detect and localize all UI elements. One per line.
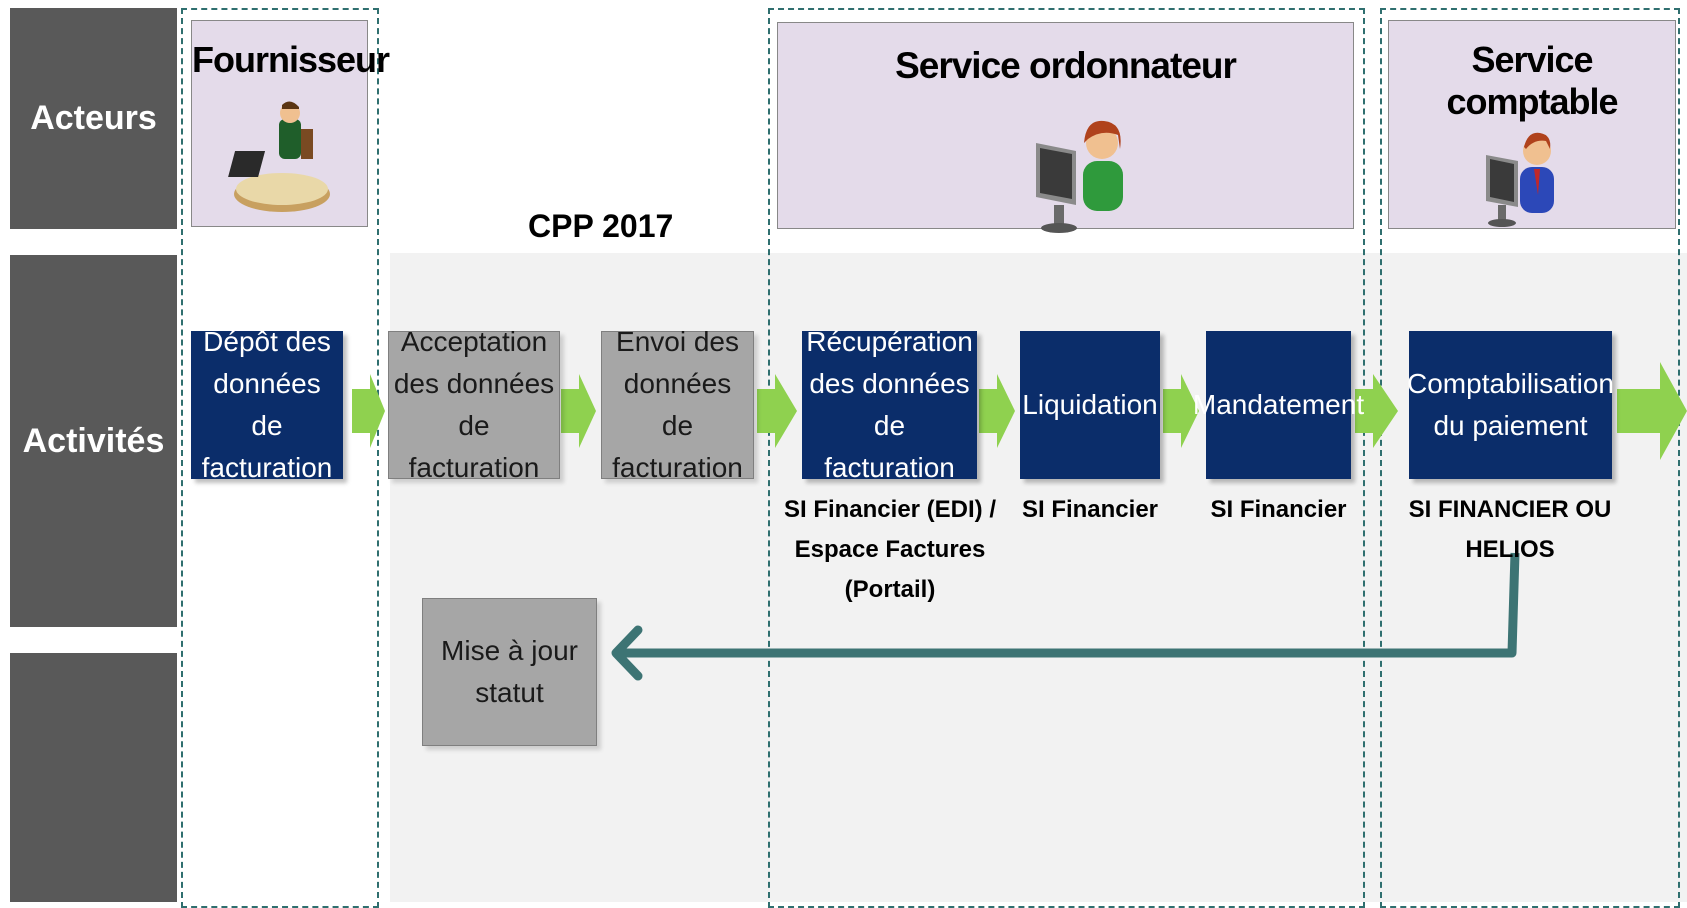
activity-acceptation: Acceptation des données de facturation [388, 326, 560, 483]
system-mandatement: SI Financier [1210, 496, 1347, 523]
system-recuperation: SI Financier (EDI) / Espace Factures (Po… [783, 496, 997, 603]
activity-liquidation: Liquidation [1020, 331, 1160, 479]
arrow-acceptation-to-envoi [561, 374, 596, 448]
supplier-at-desk-icon [228, 101, 330, 212]
arrow-mandatement-to-comptabilisation [1355, 374, 1398, 448]
arrow-envoi-to-recuperation [757, 374, 797, 448]
cpp-label: CPP 2017 [528, 208, 674, 244]
arrow-liquidation-to-mandatement [1163, 374, 1199, 448]
actor-supplier: Fournisseur [191, 20, 390, 227]
row-label-activities: Activités [10, 255, 177, 627]
arrow-recuperation-to-liquidation [979, 374, 1015, 448]
system-comptabilisation: SI FINANCIER OU HELIOS [1408, 496, 1612, 563]
businessman-at-computer-icon [1486, 132, 1554, 227]
row-label-empty [10, 653, 177, 902]
system-liquidation: SI Financier [1021, 496, 1159, 523]
arrow-depot-to-acceptation [352, 374, 385, 448]
activity-mandatement: Mandatement [1193, 331, 1364, 479]
person-at-computer-icon [1036, 120, 1123, 233]
return-arrow-head [611, 625, 643, 681]
arrow-comptabilisation-out [1617, 362, 1687, 460]
actor-supplier-title: Fournisseur [192, 39, 390, 80]
activity-comptabilisation: Comptabilisation du paiement [1407, 331, 1614, 479]
activity-depot: Dépôt des données de facturation [191, 326, 343, 483]
activity-recuperation: Récupération des données de facturation [802, 326, 977, 483]
row-label-actors: Acteurs [10, 8, 177, 229]
activity-mise-a-jour: Mise à jour statut [422, 598, 597, 746]
actor-accounting-title: Service comptable [1446, 39, 1618, 122]
return-arrow [622, 552, 1520, 658]
actor-ordering-title: Service ordonnateur [895, 45, 1237, 86]
actor-ordering: Service ordonnateur [777, 22, 1354, 233]
activity-envoi: Envoi des données de facturation [601, 326, 754, 483]
actor-accounting: Service comptable [1388, 20, 1676, 229]
